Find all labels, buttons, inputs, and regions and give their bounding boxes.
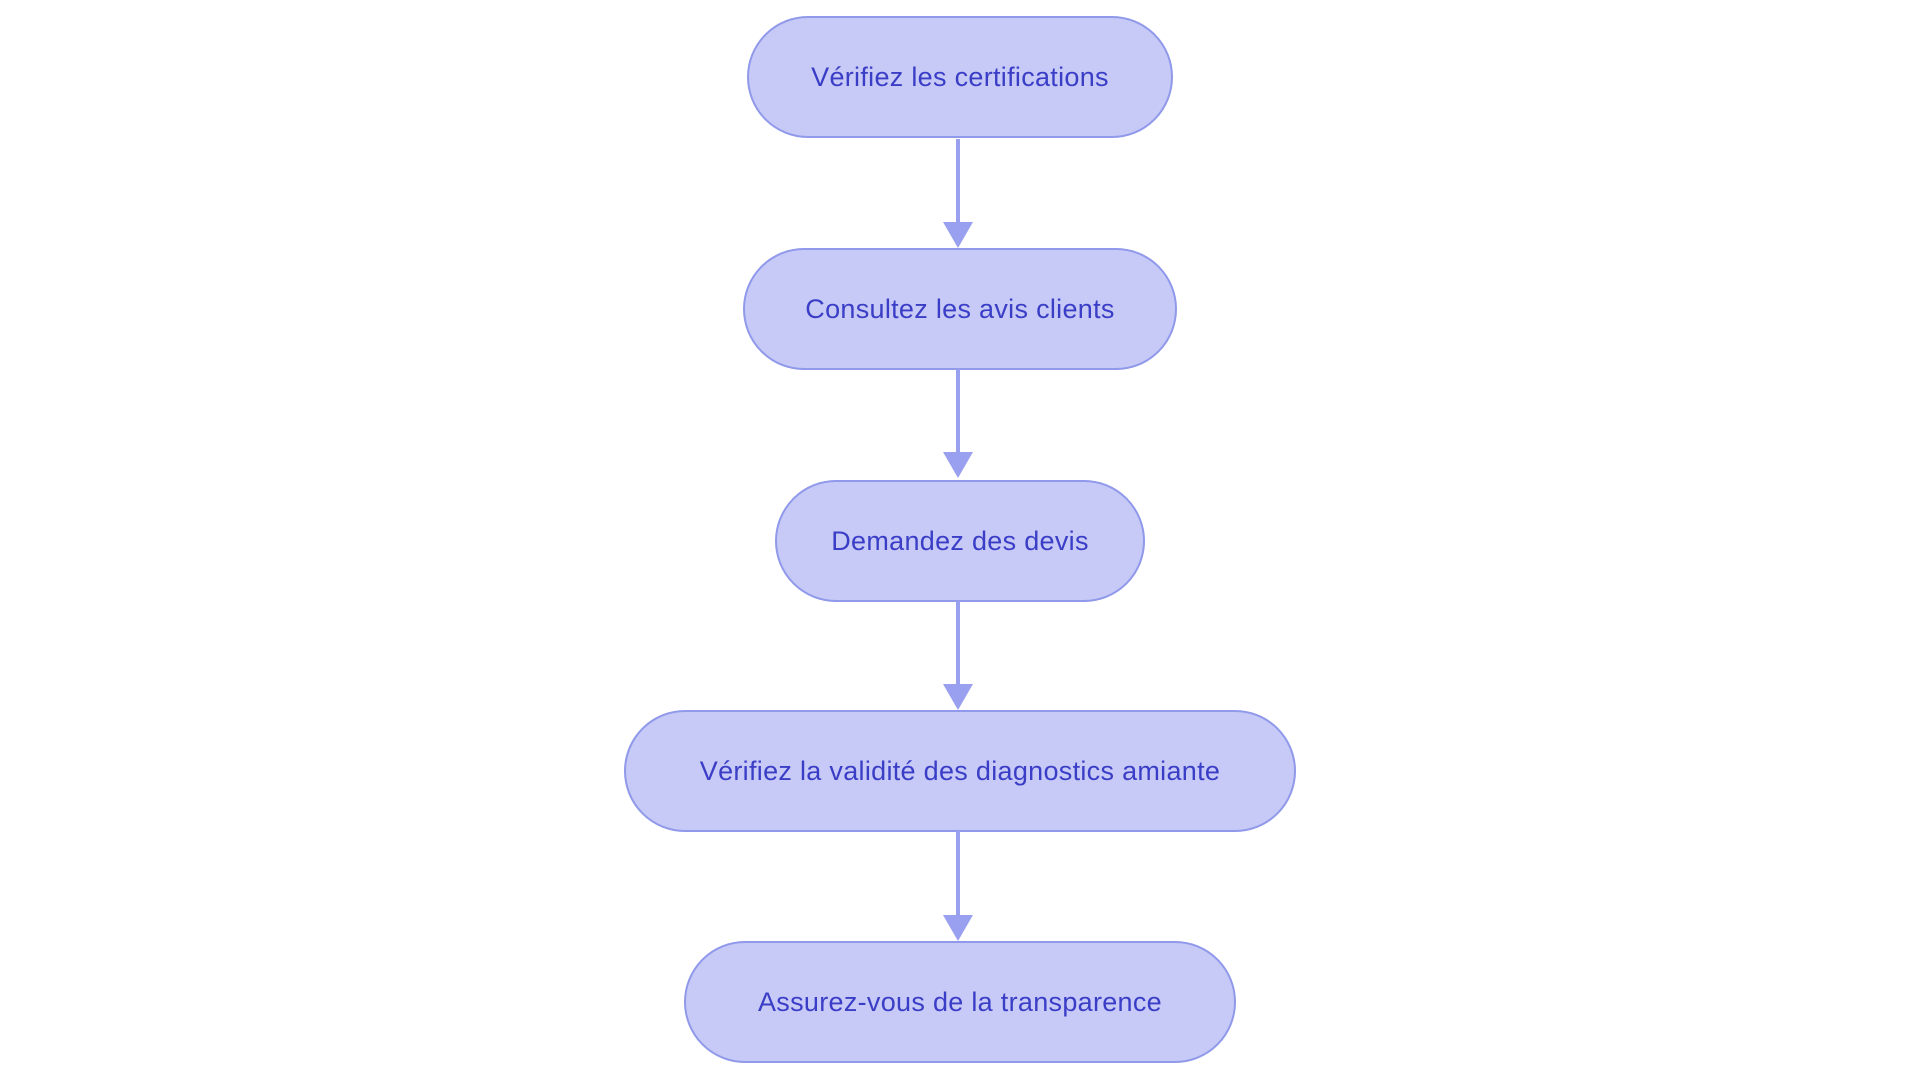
flow-node-label: Consultez les avis clients bbox=[805, 293, 1115, 324]
arrow-line bbox=[956, 831, 960, 917]
flow-node-label: Vérifiez la validité des diagnostics ami… bbox=[699, 755, 1221, 786]
arrow-down-icon bbox=[943, 452, 973, 478]
arrow-line bbox=[956, 139, 960, 224]
flow-node-label: Vérifiez les certifications bbox=[811, 61, 1109, 92]
flow-node-label: Assurez-vous de la transparence bbox=[757, 986, 1162, 1017]
arrow-down-icon bbox=[943, 915, 973, 941]
arrow-line bbox=[956, 369, 960, 454]
arrow-down-icon bbox=[943, 222, 973, 248]
flow-node-demandez-devis: Demandez des devis bbox=[775, 480, 1145, 602]
arrow-line bbox=[956, 601, 960, 686]
flow-node-verifiez-validite-diagnostics: Vérifiez la validité des diagnostics ami… bbox=[624, 710, 1296, 832]
flow-node-label: Demandez des devis bbox=[831, 525, 1089, 556]
arrow-down-icon bbox=[943, 684, 973, 710]
flow-node-consultez-avis: Consultez les avis clients bbox=[743, 248, 1177, 370]
flow-node-assurez-transparence: Assurez-vous de la transparence bbox=[684, 941, 1236, 1063]
flow-node-verifiez-certifications: Vérifiez les certifications bbox=[747, 16, 1173, 138]
